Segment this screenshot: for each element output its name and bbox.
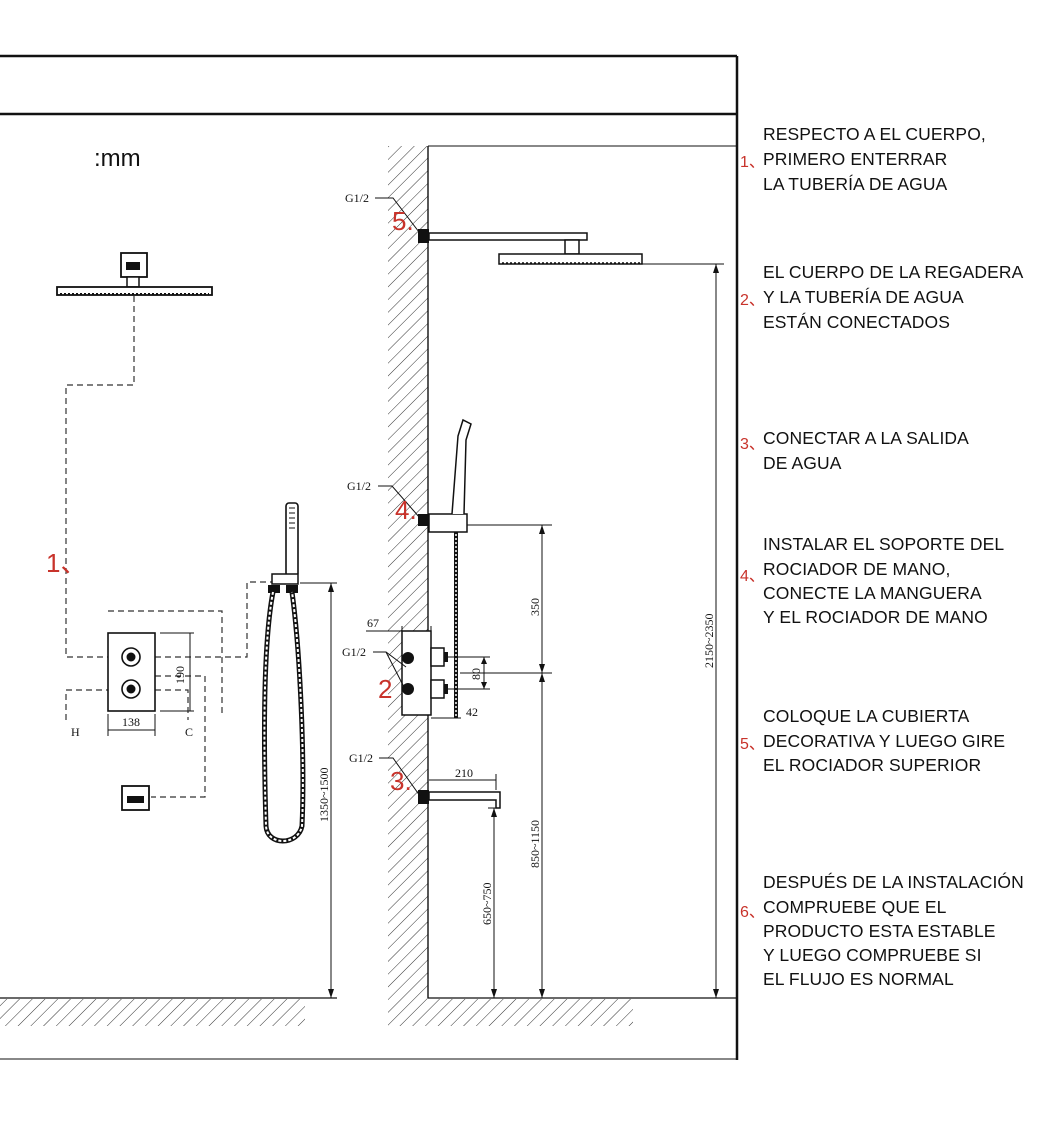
spout-side-icon [418,790,501,809]
step-number: 5、 [740,736,765,753]
step-number: 2、 [740,292,765,309]
left-layout: 190 138 H C [0,252,337,1026]
step-line: ROCIADOR DE MANO, [763,559,951,579]
marker-5: 5. [392,206,414,236]
step-line: PRODUCTO ESTA ESTABLE [763,921,996,941]
offset-label: 42 [466,705,478,719]
step-line: CONECTE LA MANGUERA [763,583,982,603]
thread-callout-holder: G1/2 [347,479,421,519]
step-number: 4、 [740,568,765,585]
step-number: 1、 [740,154,765,171]
step-number: 3、 [740,436,765,453]
thread-callout-valve: G1/2 [342,645,407,688]
instruction-steps: 1、 RESPECTO A EL CUERPO, PRIMERO ENTERRA… [740,0,1059,1118]
hot-label: H [71,725,80,739]
svg-text:G1/2: G1/2 [349,751,373,765]
wall-hatch [388,146,428,1026]
tub-spout-icon [121,785,150,811]
valve-height-label: 190 [173,666,187,684]
shower-arm-icon [418,229,643,265]
marker-2: 2 [378,674,392,704]
marker-4: 4. [395,495,417,525]
step-line: ESTÁN CONECTADOS [763,312,950,332]
step-line: COMPRUEBE QUE EL [763,897,947,917]
valve-body-icon [401,630,448,716]
step-line: DECORATIVA Y LUEGO GIRE [763,731,1006,751]
depth-label: 67 [367,616,379,630]
concealed-pipe-overhead [65,296,135,658]
valve-height-label-side: 850~1150 [528,820,542,868]
thread-callout-top: G1/2 [345,191,420,233]
hot-supply-pipe [65,689,108,720]
step-line: DESPUÉS DE LA INSTALACIÓN [763,872,1024,892]
step-line: RESPECTO A EL CUERPO, [763,124,986,144]
bracket-label: 350 [528,598,542,616]
thread-callout-spout: G1/2 [349,751,421,797]
thermostatic-valve-plate-icon [107,632,156,712]
frame [0,54,739,1060]
valve-height-dimension [160,632,194,712]
step-line: LA TUBERÍA DE AGUA [763,174,948,194]
side-elevation: G1/2 G1/2 G1/2 G1/2 5. 4. 2 3. 67 [328,145,737,1026]
spout-length-label: 210 [455,766,473,780]
concealed-pipe-spout [151,675,206,798]
step-number: 6、 [740,904,765,921]
spout-height-label: 650~750 [480,883,494,926]
overhead-height-dimension [642,263,724,998]
hand-height-dimension [300,582,337,998]
arrowheads [328,264,719,998]
bracket-dimension [460,524,552,674]
spout-length-dimension [429,774,497,790]
step-line: CONECTAR A LA SALIDA [763,428,969,448]
marker-1: 1、 [46,548,86,578]
svg-text:G1/2: G1/2 [345,191,369,205]
floor-left [0,997,337,1026]
step-line: COLOQUE LA CUBIERTA [763,706,970,726]
hand-height-label: 1350~1500 [317,768,331,823]
step-line: EL CUERPO DE LA REGADERA [763,262,1024,282]
step-line: Y LUEGO COMPRUEBE SI [763,945,982,965]
valve-width-label: 138 [122,715,140,729]
rain-shower-head-icon [56,252,213,296]
cold-supply-pipe [155,689,189,720]
hand-shower-hose-icon [261,591,306,844]
step-line: EL ROCIADOR SUPERIOR [763,755,982,775]
step-line: PRIMERO ENTERRAR [763,149,948,169]
depth-dimension [366,626,432,636]
concealed-pipe-hand [155,581,278,658]
hand-shower-holder-icon [418,418,472,718]
cold-label: C [185,725,193,739]
step-line: INSTALAR EL SOPORTE DEL [763,534,1005,554]
valve-width-dimension [107,714,156,736]
svg-text:G1/2: G1/2 [342,645,366,659]
overhead-height-label: 2150~2350 [702,614,716,669]
svg-text:G1/2: G1/2 [347,479,371,493]
marker-3: 3. [390,766,412,796]
step-line: Y EL ROCIADOR DE MANO [763,607,988,627]
concealed-box [108,610,223,717]
hand-shower-icon [268,502,299,593]
step-line: EL FLUJO ES NORMAL [763,969,954,989]
step-line: Y LA TUBERÍA DE AGUA [763,287,964,307]
gap-label: 80 [469,668,483,680]
unit-label: :mm [94,145,141,172]
step-line: DE AGUA [763,453,842,473]
